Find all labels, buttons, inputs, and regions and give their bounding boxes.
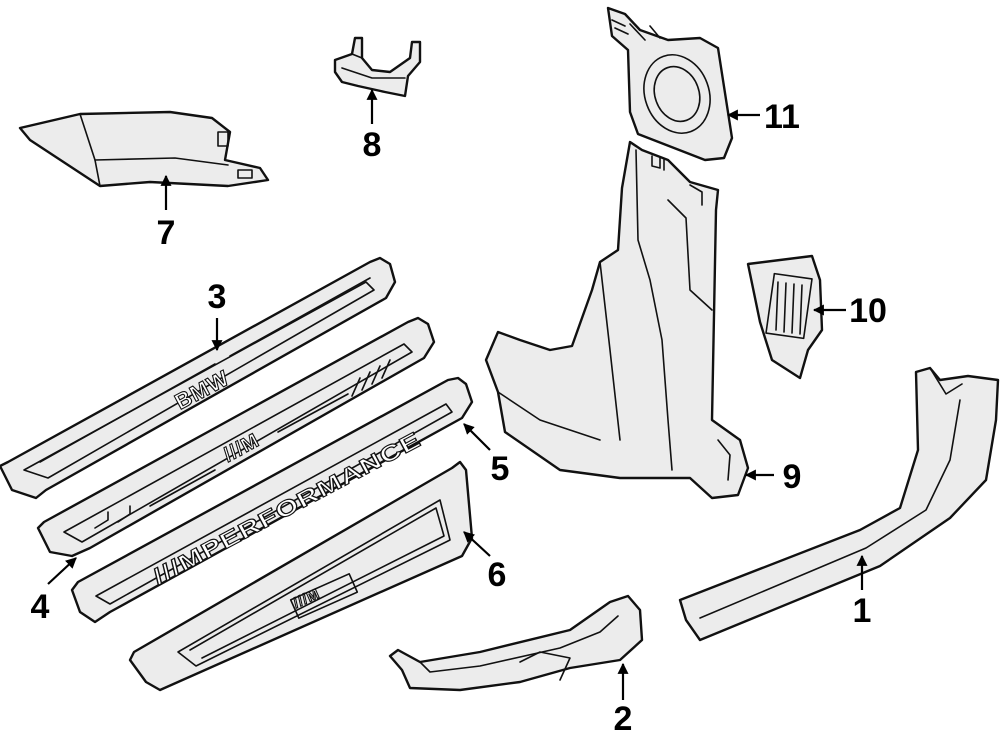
part-8-bracket[interactable] xyxy=(333,36,422,98)
callout-5: 5 xyxy=(491,450,510,488)
part-11-speaker-trim[interactable] xyxy=(606,6,734,162)
part-4-sill-plate-m[interactable]: ///M xyxy=(36,316,436,558)
callout-9: 9 xyxy=(783,458,802,496)
part-7-panel[interactable] xyxy=(18,110,270,188)
callout-1: 1 xyxy=(853,592,872,630)
callout-7: 7 xyxy=(157,214,176,252)
part-2-corner-trim[interactable] xyxy=(388,594,644,692)
callout-3: 3 xyxy=(208,278,227,316)
callout-11: 11 xyxy=(764,98,800,136)
callout-8: 8 xyxy=(363,126,382,164)
callout-4: 4 xyxy=(31,588,50,626)
part-1-side-trim[interactable] xyxy=(678,366,1000,642)
callout-10: 10 xyxy=(849,292,887,330)
part-9-pillar-trim[interactable] xyxy=(484,140,750,500)
leader-lines xyxy=(47,88,868,700)
part-6-inner-sill-plate[interactable]: ///M xyxy=(128,460,474,692)
leader-5 xyxy=(463,423,491,451)
callout-6: 6 xyxy=(488,556,507,594)
callout-2: 2 xyxy=(614,700,633,731)
callouts: 1 2 3 4 5 6 7 8 9 10 11 xyxy=(31,98,887,731)
part-10-vent-grille[interactable] xyxy=(746,254,824,380)
leader-4 xyxy=(47,557,77,585)
leader-6 xyxy=(463,531,491,557)
